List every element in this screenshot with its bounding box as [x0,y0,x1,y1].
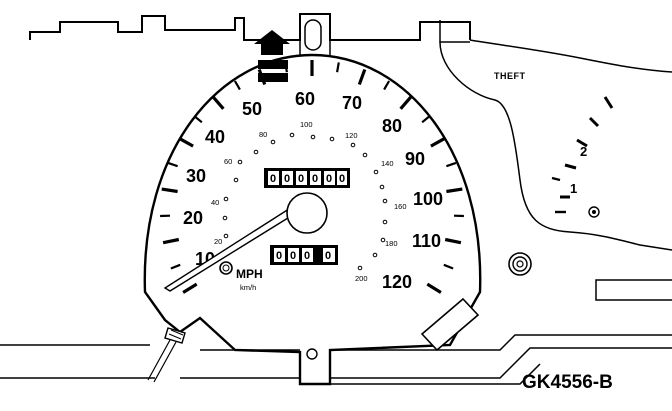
mph-label-30: 30 [186,166,206,186]
housing-top-inner [300,14,470,56]
odometer-digit: 0 [284,173,290,185]
kmh-label-40: 40 [211,198,219,207]
tach-tick [605,97,612,108]
trip-digit: 0 [276,250,282,262]
dial-tick [401,97,412,109]
kmh-label-20: 20 [214,237,222,246]
tach-tick [552,178,560,180]
kmh-dot [271,140,275,144]
dial-tick [183,284,197,292]
kmh-dot [330,137,334,141]
unit-mph-label: MPH [236,267,263,281]
mph-label-40: 40 [205,127,225,147]
right-knob-outer [509,253,531,275]
kmh-dot [234,178,238,182]
dial-tick [179,138,193,146]
tach-pivot-inner [592,210,596,214]
top-center-slot [305,20,321,50]
dial-tick [163,240,179,243]
right-pod-upper-rim [470,40,672,72]
kmh-dot [363,153,367,157]
kmh-dot [223,216,227,220]
housing-top-outline [30,14,470,40]
mph-label-80: 80 [382,116,402,136]
needle-hub [287,193,327,233]
kmh-label-80: 80 [259,130,267,139]
kmh-label-120: 120 [345,131,358,140]
kmh-label-160: 160 [394,202,407,211]
dial-tick [446,163,456,166]
tach-label-1: 1 [570,181,577,196]
dial-tick [384,81,389,90]
bottom-mount-hole [307,349,317,359]
dial-tick [422,116,430,122]
unit-kmh-label: km/h [240,283,256,292]
kmh-dot [373,253,377,257]
trip-digit: 0 [290,250,296,262]
dial-tick [168,163,178,166]
kmh-label-180: 180 [385,239,398,248]
dial-tick [445,240,461,243]
odometer-digit: 0 [270,173,276,185]
mph-label-100: 100 [413,189,443,209]
dial-tick [444,265,453,269]
dial-tick [337,62,339,72]
trip-digit: 0 [304,250,310,262]
kmh-dot [380,185,384,189]
dial-tick [431,138,445,146]
trip-digit: 0 [325,250,331,262]
theft-indicator-label: THEFT [494,71,526,81]
odometer-digit: 0 [298,173,304,185]
tach-label-2: 2 [580,144,587,159]
odometer: 0 0 0 0 0 0 [264,168,350,188]
kmh-dot [383,199,387,203]
right-bottom-tab [596,280,672,300]
dial-tick [194,116,202,122]
figure-id: GK4556-B [522,372,613,393]
kmh-dot [224,234,228,238]
kmh-dot [383,220,387,224]
indicator-bar-top [258,60,288,69]
dial-tick [235,81,240,90]
mph-label-120: 120 [382,272,412,292]
kmh-dot [351,143,355,147]
dial-tick [427,284,441,292]
dial-tick [446,189,462,191]
kmh-dot [290,133,294,137]
mph-label-110: 110 [412,231,441,251]
kmh-label-200: 200 [355,274,368,283]
trip-reset-knob [220,262,232,274]
dial-tick [213,97,224,109]
kmh-dot [254,150,258,154]
tach-tick [565,165,576,168]
kmh-dot [238,160,242,164]
trip-reset-stem [148,328,185,382]
mph-label-70: 70 [342,93,362,113]
kmh-dot [358,266,362,270]
kmh-label-140: 140 [381,159,394,168]
mph-label-20: 20 [183,208,203,228]
lower-right-window [422,299,478,350]
kmh-dot [311,135,315,139]
dial-tick [162,189,178,191]
kmh-label-100: 100 [300,120,313,129]
turn-arrow-icon [254,30,290,55]
odometer-digit: 0 [326,173,332,185]
odometer-digit: 0 [312,173,318,185]
kmh-label-60: 60 [224,157,232,166]
mph-label-90: 90 [405,149,425,169]
dial-tick [171,265,180,269]
mph-label-60: 60 [295,89,315,109]
mph-label-50: 50 [242,99,262,119]
tachometer: 2 1 [552,97,612,217]
kmh-dot [224,197,228,201]
trip-odometer: 0 0 0 0 [270,245,338,265]
kmh-dot [374,170,378,174]
tach-tick [590,118,598,126]
odometer-digit: 0 [339,173,345,185]
dial-tick [359,70,365,85]
